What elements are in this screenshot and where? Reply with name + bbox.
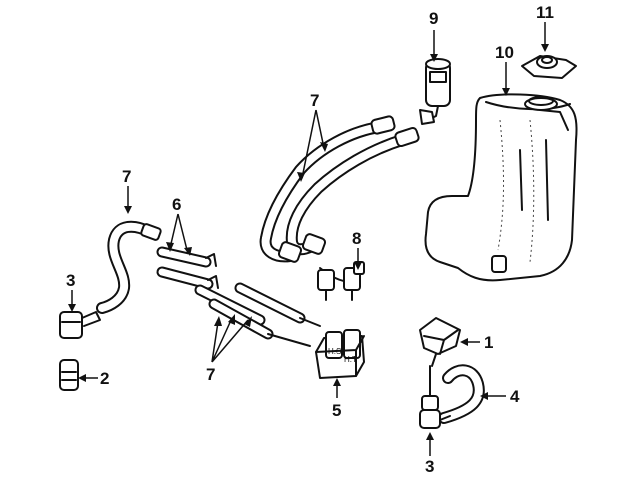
washer-reservoir	[424, 93, 578, 282]
reservoir-cap	[521, 55, 577, 79]
callout-11: 11	[536, 3, 554, 22]
callout-6: 6	[172, 195, 181, 214]
callout-10: 10	[495, 43, 514, 62]
valve-mark-right: H.T	[344, 355, 357, 364]
callout-7-upper: 7	[310, 91, 319, 110]
callout-5: 5	[332, 401, 341, 420]
callout-8: 8	[352, 229, 361, 248]
jet-hose	[438, 364, 485, 424]
callout-3-right: 3	[425, 457, 434, 476]
callout-7-lower: 7	[206, 365, 215, 384]
callout-9: 9	[429, 9, 438, 28]
callout-1: 1	[484, 333, 493, 352]
callout-leaders	[68, 22, 549, 456]
pump-hoses	[259, 115, 420, 263]
callout-7-left: 7	[122, 167, 131, 186]
right-nozzle-elbow	[419, 365, 451, 429]
connector-tubes	[156, 246, 321, 347]
left-hose	[96, 220, 162, 314]
callout-3-left: 3	[66, 271, 75, 290]
washer-valve: H.S H.T	[315, 329, 365, 379]
valve-mark-left: H.S	[328, 347, 341, 356]
callout-2: 2	[100, 369, 109, 388]
callout-4: 4	[510, 387, 520, 406]
washer-jet	[419, 317, 461, 367]
washer-pump	[419, 58, 451, 125]
left-nozzle-elbow	[59, 311, 101, 339]
check-valve	[59, 359, 79, 391]
